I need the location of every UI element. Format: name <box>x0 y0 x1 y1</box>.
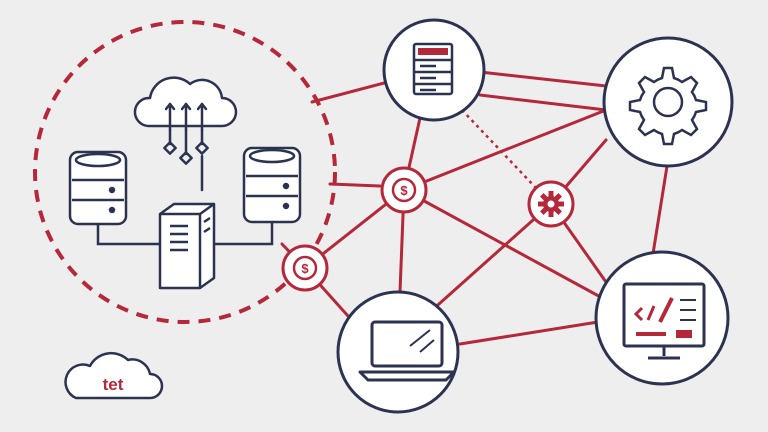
gear-icon <box>628 66 708 146</box>
cloud-logo: tet <box>64 351 164 400</box>
settings-node <box>602 36 734 168</box>
gear-node <box>527 180 575 228</box>
server-rack-icon <box>412 42 454 96</box>
gear-node-icon <box>538 191 564 217</box>
dollar-coin-icon: $ <box>292 255 318 281</box>
code-monitor-node <box>594 250 730 386</box>
server-tower-icon <box>158 202 216 290</box>
dollar-coin-icon: $ <box>391 177 417 203</box>
code-monitor-icon <box>622 282 706 360</box>
database-connectors <box>96 222 274 246</box>
cloud-upload-icon <box>133 76 238 192</box>
infrastructure-boundary <box>33 20 337 324</box>
laptop-node <box>336 290 460 414</box>
cloud-icon <box>64 351 164 400</box>
svg-text:$: $ <box>400 183 408 198</box>
server-rack-node <box>382 18 486 122</box>
svg-text:$: $ <box>301 261 309 276</box>
database-icon <box>68 150 128 226</box>
dollar-coin-node: $ <box>281 244 329 292</box>
logo-text: tet <box>103 375 124 394</box>
laptop-icon <box>358 320 456 382</box>
dollar-coin-node: $ <box>380 166 428 214</box>
database-icon <box>242 146 302 224</box>
